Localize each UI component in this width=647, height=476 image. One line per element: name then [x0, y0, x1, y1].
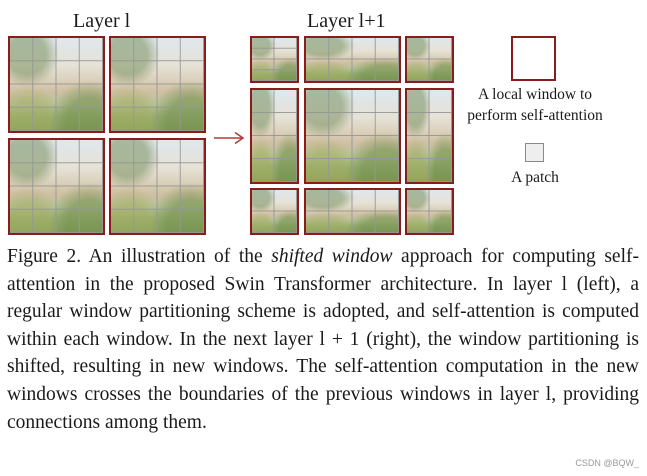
caption-emphasis: shifted window: [271, 246, 393, 267]
layer-l1-window-r1c3: [405, 36, 454, 83]
arrow-right-icon: [214, 131, 245, 145]
layer-l-window-bottom-left: [8, 138, 105, 235]
layer-l1-window-r3c2: [304, 188, 401, 235]
layer-l-window-top-right: [109, 36, 206, 133]
legend-patch-text: A patch: [511, 169, 559, 186]
figure-caption: Figure 2. An illustration of the shifted…: [7, 243, 639, 436]
layer-l1-window-r2c3: [405, 88, 454, 184]
layer-l-plus-1-label: Layer l+1: [307, 10, 386, 32]
layer-l1-window-r1c1: [250, 36, 299, 83]
caption-lead: Figure 2. An illustration of the: [7, 246, 272, 267]
watermark: CSDN @BQW_: [575, 458, 639, 468]
layer-l1-window-r3c3: [405, 188, 454, 235]
legend-window-text-line2: perform self-attention: [467, 107, 603, 124]
layer-l1-window-r2c2: [304, 88, 401, 184]
layer-l1-window-r3c1: [250, 188, 299, 235]
layer-l1-window-r2c1: [250, 88, 299, 184]
caption-body: approach for computing self-attention in…: [7, 246, 639, 433]
layer-l1-window-r1c2: [304, 36, 401, 83]
legend-patch-swatch: [525, 143, 544, 162]
legend-window-swatch: [511, 36, 556, 81]
layer-l-window-bottom-right: [109, 138, 206, 235]
legend-window-text-line1: A local window to: [477, 86, 593, 103]
layer-l-window-top-left: [8, 36, 105, 133]
layer-l-label: Layer l: [73, 10, 131, 32]
